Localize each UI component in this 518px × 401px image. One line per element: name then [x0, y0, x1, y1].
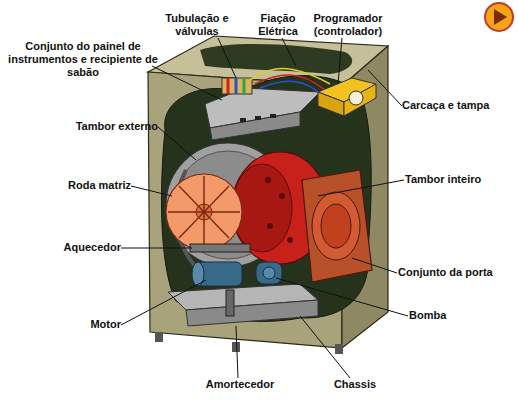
- drive-wheel: [204, 211, 240, 212]
- leader-line: [352, 258, 397, 273]
- cutaway-interior: [161, 76, 371, 322]
- leader-line: [218, 38, 236, 78]
- cabinet: [148, 36, 388, 354]
- control-panel: [255, 116, 261, 120]
- leader-line: [152, 66, 222, 100]
- leader-line: [131, 186, 172, 196]
- programmer-controller: [344, 84, 376, 116]
- drive-wheel: [204, 186, 229, 212]
- leader-line: [318, 180, 404, 196]
- play-button: [485, 3, 513, 31]
- door-assembly: [302, 170, 372, 282]
- leader-line: [368, 70, 402, 106]
- pump: [256, 262, 282, 284]
- leader-line: [276, 278, 408, 316]
- drive-wheel: [179, 212, 204, 238]
- wiring: [255, 75, 325, 90]
- door-assembly: [302, 170, 372, 282]
- door-assembly: [321, 204, 351, 248]
- drive-wheel: [166, 174, 242, 250]
- inner-drum: [279, 193, 285, 199]
- wiring: [260, 81, 322, 96]
- heater: [190, 244, 250, 252]
- inner-drum: [265, 177, 271, 183]
- pump: [263, 267, 275, 279]
- drive-wheel: [168, 176, 240, 248]
- part-label: Aquecedor: [30, 241, 121, 254]
- part-label: Carcaça e tampa: [402, 99, 518, 112]
- pipes-and-valves: [235, 78, 238, 94]
- pipes-and-valves: [222, 78, 252, 94]
- control-panel: [210, 112, 300, 140]
- pipes-and-valves: [222, 78, 252, 94]
- drive-wheel: [203, 176, 204, 212]
- play-button: [485, 3, 513, 31]
- cabinet: [232, 342, 240, 352]
- part-label: Conjunto do painel de instrumentos e rec…: [8, 40, 158, 79]
- leader-line: [121, 280, 206, 325]
- pipes-and-valves: [227, 78, 230, 94]
- pump: [256, 262, 282, 284]
- inner-drum: [287, 237, 293, 243]
- part-label: Motor: [40, 318, 121, 331]
- programmer-controller: [349, 91, 363, 105]
- part-label: Tambor inteiro: [405, 173, 517, 186]
- leader-line: [236, 326, 238, 378]
- cabinet: [335, 344, 343, 354]
- part-label: Tambor externo: [40, 120, 158, 133]
- part-label: Bomba: [409, 309, 469, 322]
- play-button: [494, 9, 507, 25]
- part-label: Amortecedor: [190, 378, 290, 391]
- part-label: Roda matriz: [30, 179, 131, 192]
- door-assembly: [312, 192, 360, 260]
- control-panel: [270, 114, 276, 118]
- damper: [226, 290, 234, 316]
- drive-wheel: [166, 174, 242, 250]
- pipes-and-valves: [243, 78, 246, 94]
- part-label: Fiação Elétrica: [246, 12, 310, 38]
- chassis: [168, 284, 318, 326]
- leader-line: [158, 127, 196, 160]
- programmer-controller: [318, 78, 376, 116]
- leader-line: [121, 38, 408, 378]
- leader-line: [121, 248, 192, 249]
- part-label: Chassis: [320, 378, 390, 391]
- chassis: [186, 300, 318, 326]
- drive-wheel: [179, 186, 204, 212]
- drive-wheel: [204, 212, 229, 238]
- drive-wheel: [203, 212, 204, 248]
- leader-line: [300, 316, 350, 378]
- inner-drum: [267, 223, 273, 229]
- part-label: Programador (controlador): [300, 12, 396, 38]
- cabinet: [155, 332, 163, 342]
- motor: [192, 262, 242, 286]
- drive-wheel: [168, 211, 204, 212]
- programmer-controller: [318, 92, 344, 116]
- control-panel: [205, 88, 320, 140]
- heater: [190, 244, 250, 252]
- part-label: Conjunto da porta: [398, 266, 518, 279]
- part-label: Tubulação e válvulas: [158, 12, 236, 38]
- leader-line: [338, 38, 342, 84]
- control-panel: [240, 118, 246, 122]
- damper: [226, 290, 234, 316]
- leader-line: [282, 38, 296, 66]
